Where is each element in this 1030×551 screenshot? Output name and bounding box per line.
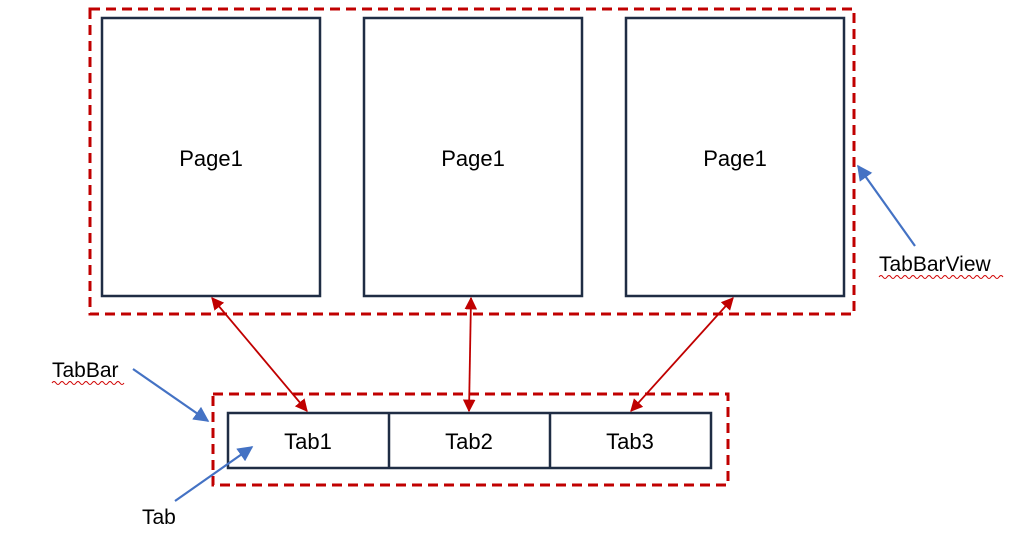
page-label-2: Page1 [441, 146, 505, 171]
tab-strip-border [226, 411, 713, 470]
pointer-arrow-tab [174, 446, 254, 502]
tab-label-1: Tab1 [284, 429, 332, 454]
tabbarview-spellcheck-underline [878, 275, 1004, 279]
tab-label-3: Tab3 [606, 429, 654, 454]
page-label-3: Page1 [703, 146, 767, 171]
tabbarview-label: TabBarView [879, 253, 992, 276]
pointer-arrow-tabbar [132, 368, 210, 422]
tab-strip: Tab1 Tab2 Tab3 [226, 411, 713, 470]
page-box-2: Page1 [362, 16, 584, 298]
tabbarview-group-outline [88, 7, 856, 316]
page-box-1: Page1 [100, 16, 322, 298]
page-label-1: Page1 [179, 146, 243, 171]
tabbar-spellcheck-underline [51, 381, 125, 385]
connector-page2-tab2 [462, 296, 478, 413]
tab-label-2: Tab2 [445, 429, 493, 454]
connector-page1-tab1 [211, 297, 308, 412]
tabbar-label: TabBar [52, 359, 119, 382]
page-box-3: Page1 [624, 16, 846, 298]
pointer-arrow-tabbarview [857, 164, 916, 247]
connector-page3-tab3 [630, 297, 734, 412]
tab-callout-label: Tab [142, 506, 176, 529]
